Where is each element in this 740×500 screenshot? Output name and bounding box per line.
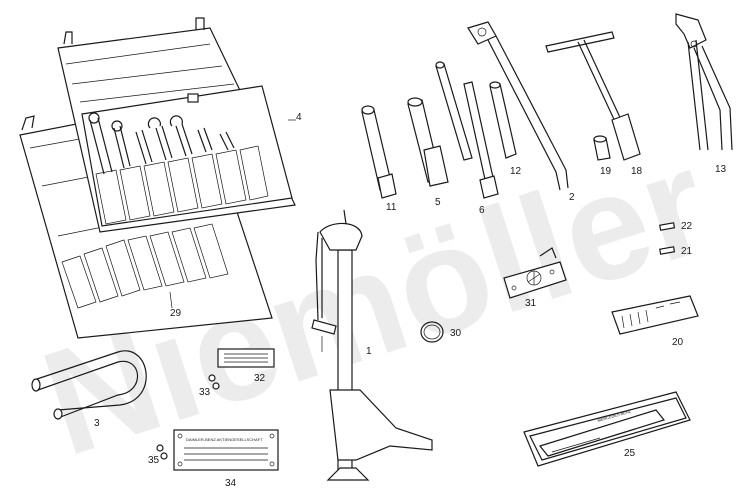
label-socket-12: 12 xyxy=(510,166,522,177)
label-gauge-case: 25 xyxy=(624,448,636,459)
ring-drawing xyxy=(420,321,444,343)
label-u-bar: 3 xyxy=(94,418,100,429)
label-socket-5: 5 xyxy=(435,197,441,208)
l-wrench-drawing xyxy=(467,21,569,191)
label-tool-roll-open: 29 xyxy=(170,308,182,319)
bulb-box-drawing xyxy=(611,295,699,335)
label-screw-33: 33 xyxy=(199,387,211,398)
jack-drawing xyxy=(311,209,433,481)
small-socket-drawing xyxy=(593,135,611,161)
label-pliers: 13 xyxy=(715,164,727,175)
label-l-wrench: 2 xyxy=(569,192,575,203)
label-star-bracket: 31 xyxy=(525,298,537,309)
label-id-plate: 34 xyxy=(225,478,237,489)
label-jack: 1 xyxy=(366,346,372,357)
socket-5-drawing xyxy=(407,97,449,187)
tool-roll-drawing xyxy=(57,17,296,233)
small-plate-drawing xyxy=(217,348,275,368)
socket-12-drawing xyxy=(489,81,517,159)
star-bracket-drawing xyxy=(503,247,567,299)
label-small-plate: 32 xyxy=(254,373,266,384)
id-plate-drawing: DAIMLER-BENZ AKTIENGESELLSCHAFT xyxy=(173,429,279,471)
label-t-handle: 18 xyxy=(631,166,643,177)
label-extension: 6 xyxy=(479,205,485,216)
t-handle-drawing xyxy=(545,31,641,161)
label-screw-35: 35 xyxy=(148,455,160,466)
id-plate-text: DAIMLER-BENZ AKTIENGESELLSCHAFT xyxy=(186,437,263,442)
u-bar-drawing xyxy=(31,350,147,420)
gauge-case-drawing: MERCEDES-BENZ xyxy=(523,391,691,467)
label-tube-spanner: 11 xyxy=(386,202,397,213)
label-tool-roll: 4 xyxy=(296,112,302,123)
extension-drawing xyxy=(435,61,499,199)
tube-spanner-drawing xyxy=(361,105,397,199)
label-fuse-22: 22 xyxy=(681,221,693,232)
leader-lines xyxy=(169,119,323,352)
pliers-drawing xyxy=(675,13,733,151)
fuses-drawing xyxy=(659,222,676,255)
screws-drawing xyxy=(156,374,220,460)
part-labels: 1 2 3 4 5 6 11 12 13 18 19 20 21 22 25 2… xyxy=(94,112,727,489)
label-fuse-21: 21 xyxy=(681,246,693,257)
label-small-socket: 19 xyxy=(600,166,612,177)
label-ring: 30 xyxy=(450,328,462,339)
label-bulb-box: 20 xyxy=(672,337,684,348)
